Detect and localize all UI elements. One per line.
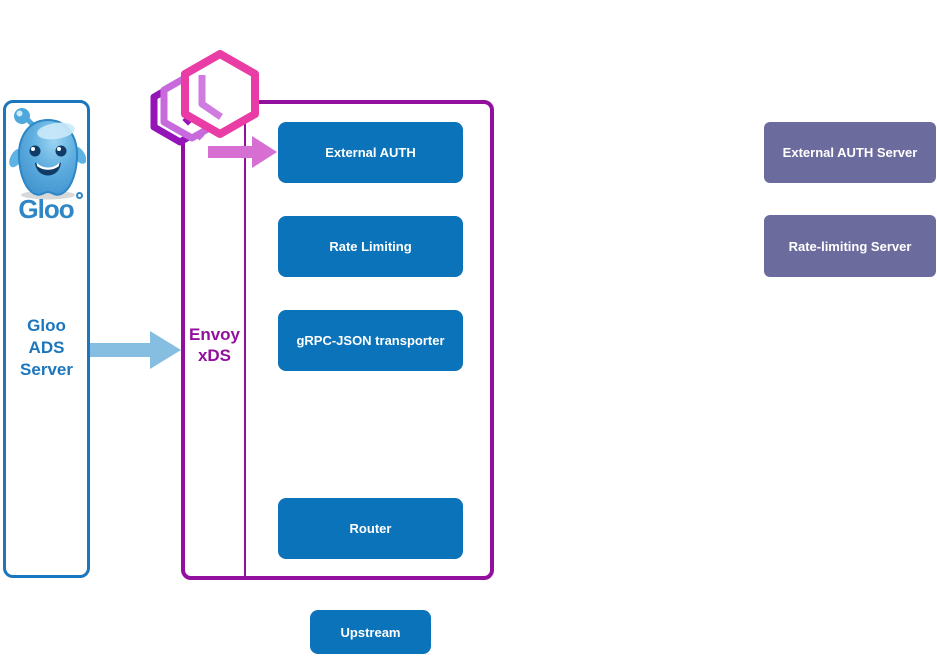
- filter-external-auth: External AUTH: [278, 122, 463, 183]
- envoy-proxy-box: [181, 100, 494, 580]
- gloo-to-envoy-arrow-icon: [90, 331, 181, 369]
- gloo-wordmark-bubble-icon: [76, 192, 83, 199]
- gloo-wordmark: Gloo: [18, 194, 74, 224]
- envoy-logo-icon: [150, 50, 259, 146]
- filter-router: Router: [278, 498, 463, 559]
- upstream-box: Upstream: [310, 610, 431, 654]
- gloo-mascot-icon: [9, 108, 86, 200]
- external-auth-server-box: External AUTH Server: [764, 122, 936, 183]
- gloo-ads-server-label: Gloo ADS Server: [20, 316, 73, 379]
- envoy-xds-label: Envoy xDS: [188, 325, 241, 365]
- rate-limiting-server-box: Rate-limiting Server: [764, 215, 936, 277]
- traffic-in-arrow-icon: [208, 136, 277, 168]
- proxy-inner-divider: [244, 104, 246, 576]
- filter-grpc-json-transporter: gRPC-JSON transporter: [278, 310, 463, 371]
- filter-rate-limiting: Rate Limiting: [278, 216, 463, 277]
